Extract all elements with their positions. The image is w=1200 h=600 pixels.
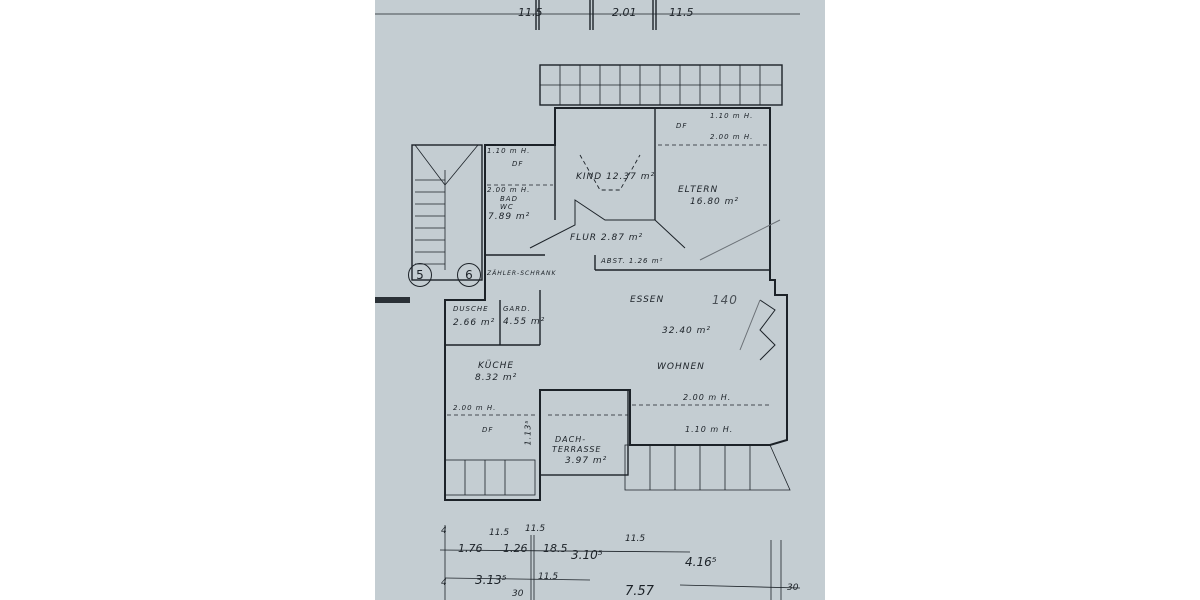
page-edge-shadow bbox=[375, 297, 410, 303]
eltern-df: DF bbox=[676, 122, 688, 130]
floor-plan-sheet: KIND 12.37 m² ELTERN 16.80 m² 1.10 m H. … bbox=[375, 0, 825, 600]
dim-bottom-7: 11.5 bbox=[625, 534, 646, 544]
dim-bottom-10: 11.5 bbox=[538, 572, 559, 582]
dim-bottom-13: 30 bbox=[787, 583, 799, 593]
room-name-kueche: KÜCHE bbox=[478, 361, 515, 371]
room-area-gard: 4.55 m² bbox=[503, 317, 546, 327]
dim-bottom-1: 1.76 bbox=[458, 542, 483, 555]
room-name-essen: ESSEN bbox=[630, 295, 665, 305]
room-name-terrasse: DACH- bbox=[555, 435, 587, 444]
room-name-bad: BAD bbox=[500, 195, 518, 203]
dim-left-tick-1: 4 bbox=[441, 526, 447, 536]
dim-bottom-12: 30 bbox=[512, 589, 524, 599]
dim-top-2: 2.01 bbox=[612, 6, 637, 19]
room-label-kind: KIND 12.37 m² bbox=[576, 172, 656, 182]
kueche-df: DF bbox=[482, 426, 494, 434]
wohnen-height-high: 2.00 m H. bbox=[683, 393, 732, 402]
eltern-height-low: 1.10 m H. bbox=[710, 112, 754, 120]
floor-plan-drawing bbox=[375, 0, 801, 600]
bad-height-high: 2.00 m H. bbox=[487, 186, 531, 194]
dim-bottom-6: 3.10⁵ bbox=[571, 548, 603, 562]
bad-height-low: 1.10 m H. bbox=[487, 147, 531, 155]
dim-bottom-5: 18.5 bbox=[543, 542, 568, 555]
dim-top-1: 11.5 bbox=[518, 6, 543, 19]
dim-left-tick-2: 4 bbox=[441, 578, 447, 588]
room-name-dusche: DUSCHE bbox=[453, 305, 489, 313]
kueche-height: 2.00 m H. bbox=[453, 404, 497, 412]
room-name-eltern: ELTERN bbox=[678, 185, 719, 195]
room-area-wohnen: 32.40 m² bbox=[662, 326, 712, 336]
room-label-abst: ABST. 1.26 m² bbox=[601, 257, 664, 265]
room-name-terrasse-2: TERRASSE bbox=[552, 445, 602, 454]
room-name-wohnen: WOHNEN bbox=[657, 362, 705, 372]
dim-bottom-8: 4.16⁵ bbox=[685, 555, 717, 569]
eltern-height-high: 2.00 m H. bbox=[710, 133, 754, 141]
dim-top-3: 11.5 bbox=[669, 6, 694, 19]
room-label-flur: FLUR 2.87 m² bbox=[570, 233, 644, 243]
room-label-zaehler: ZÄHLER-SCHRANK bbox=[487, 270, 557, 277]
room-area-kueche: 8.32 m² bbox=[475, 373, 518, 383]
dim-bottom-4: 11.5 bbox=[525, 524, 546, 534]
kueche-dim: 1.13⁵ bbox=[523, 419, 533, 446]
bad-df: DF bbox=[512, 160, 524, 168]
stair-marker-5: 5 bbox=[408, 263, 432, 287]
wohnen-height-low: 1.10 m H. bbox=[685, 425, 734, 434]
dim-bottom-9: 3.13⁵ bbox=[475, 573, 507, 587]
room-name-wc: WC bbox=[500, 203, 514, 211]
room-area-eltern: 16.80 m² bbox=[690, 197, 740, 207]
dim-bottom-11: 7.57 bbox=[625, 584, 654, 599]
stair-marker-6: 6 bbox=[457, 263, 481, 287]
dim-bottom-3: 1.26 bbox=[503, 542, 528, 555]
pencil-note: 140 bbox=[712, 293, 738, 307]
room-area-dusche: 2.66 m² bbox=[453, 318, 496, 328]
dim-bottom-2: 11.5 bbox=[489, 528, 510, 538]
room-area-bad: 7.89 m² bbox=[488, 212, 531, 222]
room-name-gard: GARD. bbox=[503, 305, 531, 313]
room-area-terrasse: 3.97 m² bbox=[565, 456, 608, 466]
